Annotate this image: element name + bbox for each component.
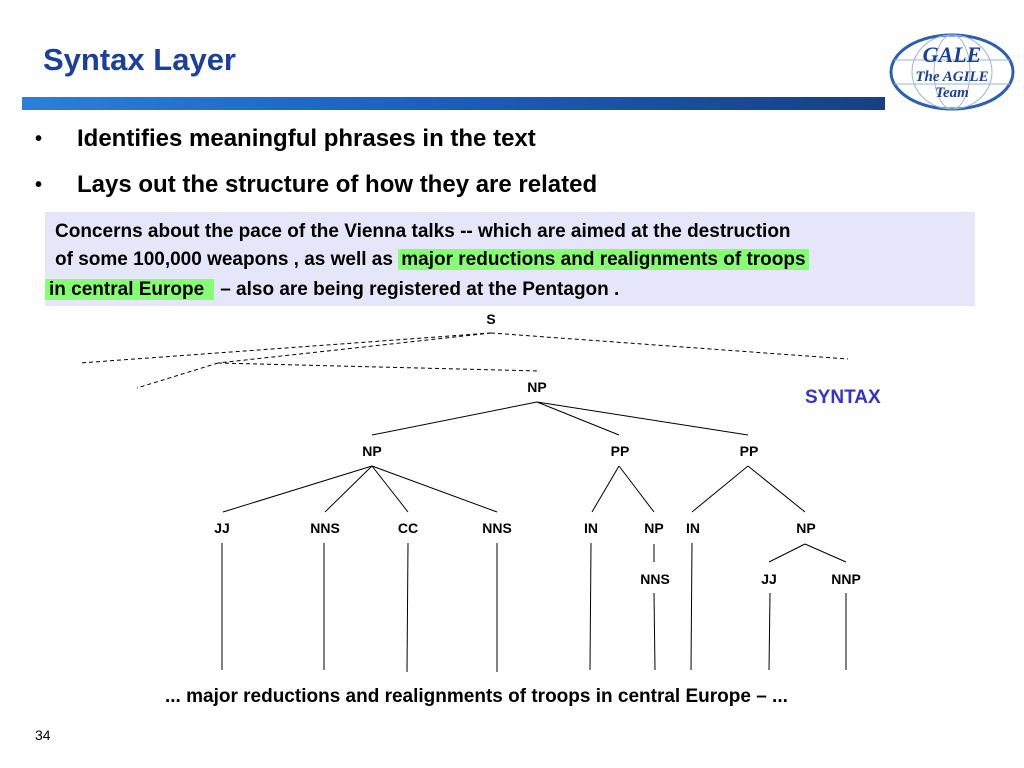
bullet-list: • Identifies meaningful phrases in the t… <box>35 118 597 210</box>
node-in-2: IN <box>686 520 700 536</box>
node-nns-3: NNS <box>640 571 670 587</box>
logo-line-2: The AGILE <box>915 69 988 85</box>
tree-edge <box>371 401 538 436</box>
node-s: S <box>486 311 495 327</box>
dashed-projection-line <box>136 362 219 389</box>
node-np-top: NP <box>527 379 546 395</box>
highlighted-phrase-part-2: in central Europe <box>45 279 215 300</box>
tree-edge <box>768 543 806 563</box>
quote-line-1: Concerns about the pace of the Vienna ta… <box>55 221 791 242</box>
page-number: 34 <box>35 727 51 743</box>
logo-line-3: Team <box>935 85 969 101</box>
bullet-text: Lays out the structure of how they are r… <box>77 171 598 198</box>
tree-edge <box>371 465 498 513</box>
leaf-line <box>690 542 693 671</box>
bullet-text: Identifies meaningful phrases in the tex… <box>77 125 536 152</box>
tree-edge <box>536 401 749 436</box>
node-pp-1: PP <box>611 443 630 459</box>
bullet-item: • Identifies meaningful phrases in the t… <box>35 118 597 164</box>
tree-edge <box>371 465 409 513</box>
tree-edge <box>324 465 373 513</box>
leaf-line <box>653 592 656 671</box>
dashed-projection-line <box>79 332 492 364</box>
node-pp-2: PP <box>740 443 759 459</box>
dashed-projection-line <box>217 332 492 364</box>
bullet-dot-icon: • <box>35 128 43 150</box>
example-sentence-box: Concerns about the pace of the Vienna ta… <box>45 212 975 306</box>
syntax-label: SYNTAX <box>805 387 881 408</box>
node-cc: CC <box>398 520 418 536</box>
leaf-line <box>406 542 409 673</box>
tree-edge <box>222 465 373 513</box>
node-np-2: NP <box>644 520 663 536</box>
logo-line-1: GALE <box>923 42 982 67</box>
node-nnp: NNP <box>831 571 861 587</box>
highlighted-phrase-part-1: major reductions and realignments of tro… <box>398 249 809 270</box>
node-np-3: NP <box>796 520 815 536</box>
gale-logo: GALE The AGILE Team <box>889 33 1015 111</box>
node-jj-2: JJ <box>761 571 777 587</box>
title-underline-bar <box>22 97 885 110</box>
bullet-item: • Lays out the structure of how they are… <box>35 164 597 210</box>
node-in-1: IN <box>584 520 598 536</box>
node-nns-1: NNS <box>310 520 340 536</box>
tree-edge <box>747 465 806 513</box>
leaf-line <box>768 592 771 671</box>
node-np: NP <box>362 443 381 459</box>
tree-edge <box>804 543 847 563</box>
quote-line-2-text: of some 100,000 weapons , as well as <box>55 249 399 270</box>
quote-line-3: in central Europe– also are being regist… <box>45 276 619 304</box>
quote-line-3-text: – also are being registered at the Penta… <box>220 279 620 300</box>
quote-line-2: of some 100,000 weapons , as well as maj… <box>55 246 809 274</box>
dashed-projection-line <box>490 332 849 360</box>
tree-edge <box>691 465 749 513</box>
dashed-projection-line <box>217 362 541 372</box>
tree-edge <box>536 401 620 436</box>
node-nns-2: NNS <box>482 520 512 536</box>
slide-title: Syntax Layer <box>43 42 236 77</box>
node-jj-1: JJ <box>214 520 230 536</box>
bullet-dot-icon: • <box>35 174 43 196</box>
leaf-line <box>589 542 592 671</box>
tree-edge <box>618 465 655 513</box>
phrase-caption: ... major reductions and realignments of… <box>165 686 788 707</box>
tree-edge <box>591 465 620 513</box>
